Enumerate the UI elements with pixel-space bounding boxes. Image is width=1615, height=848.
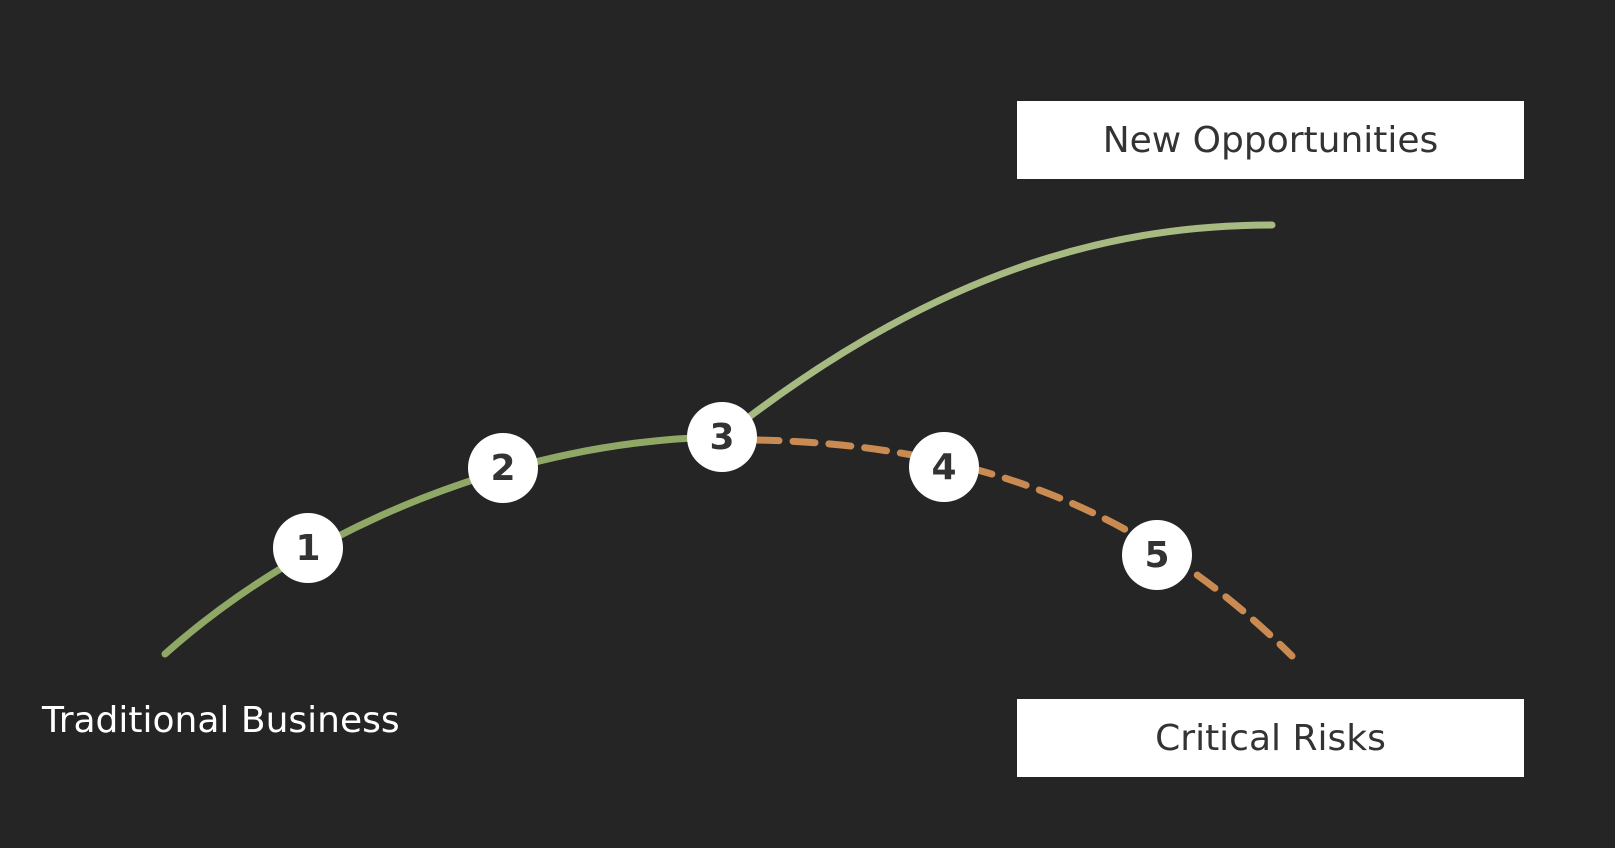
- traditional-business-curve: [161, 433, 726, 658]
- step-number: 3: [709, 416, 735, 458]
- step-number: 5: [1144, 534, 1170, 576]
- step-marker-4: 4: [909, 432, 979, 502]
- new-opportunities-box: New Opportunities: [1017, 101, 1524, 179]
- step-number: 4: [931, 446, 957, 488]
- step-marker-3: 3: [687, 402, 757, 472]
- new-opportunities-curve: [741, 221, 1276, 424]
- critical-risks-curve: [753, 436, 1296, 660]
- step-number: 2: [490, 447, 516, 489]
- critical-risks-box: Critical Risks: [1017, 699, 1524, 777]
- step-marker-1: 1: [273, 513, 343, 583]
- step-number: 1: [295, 527, 321, 569]
- critical-risks-label: Critical Risks: [1155, 717, 1386, 759]
- step-marker-5: 5: [1122, 520, 1192, 590]
- step-marker-2: 2: [468, 433, 538, 503]
- traditional-business-label: Traditional Business: [42, 700, 400, 741]
- new-opportunities-label: New Opportunities: [1102, 119, 1439, 161]
